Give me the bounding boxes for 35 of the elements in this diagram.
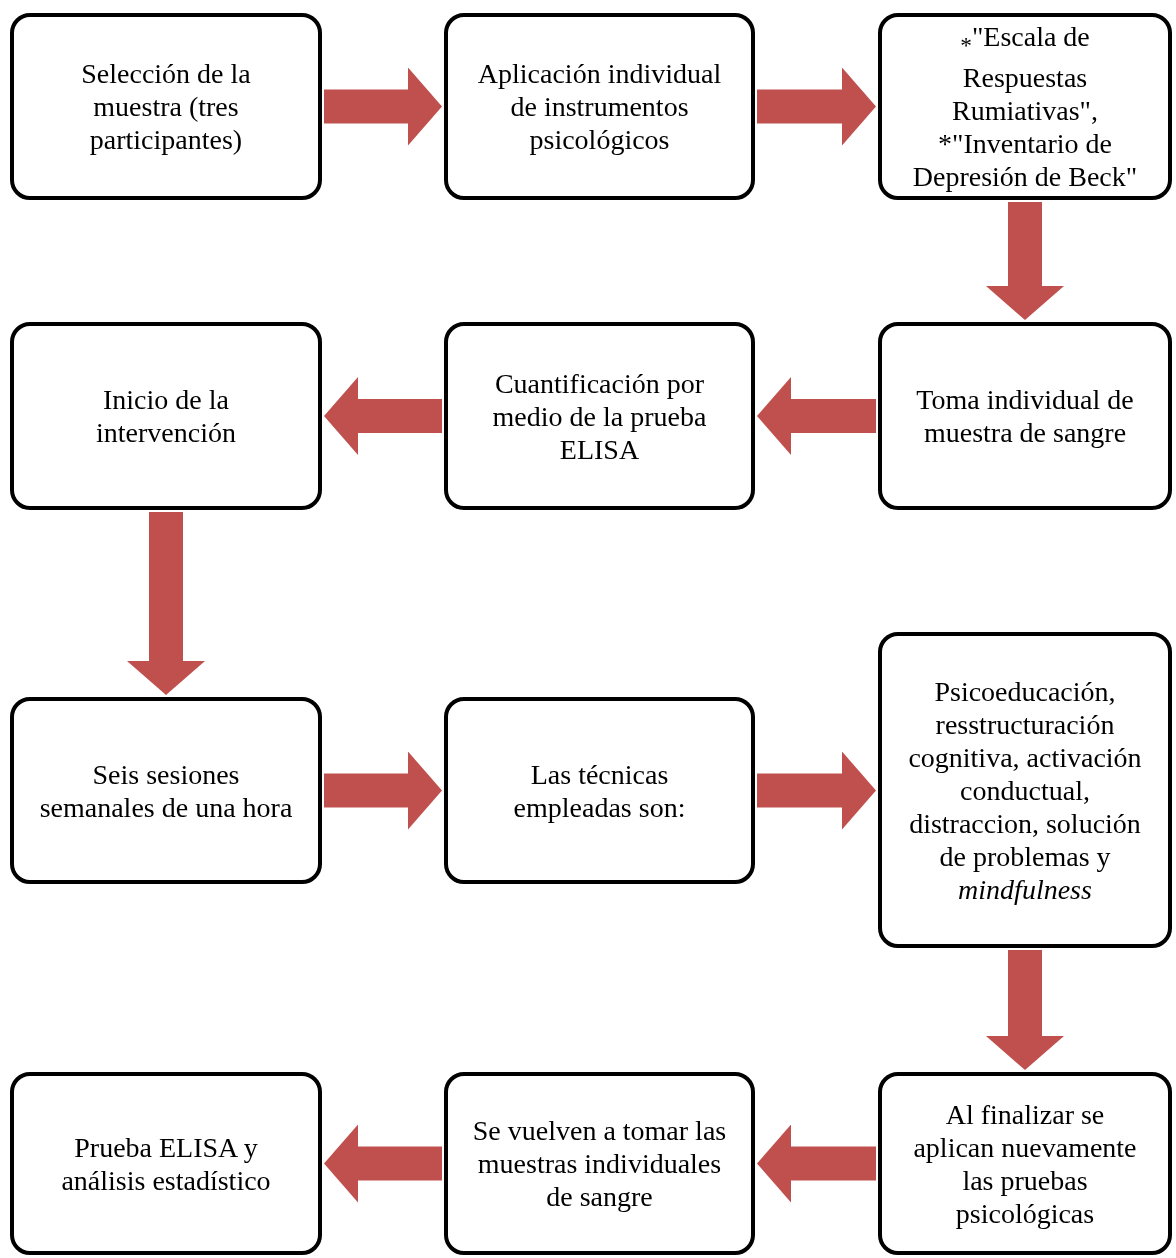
step-text: Seis sesiones semanales de una hora xyxy=(38,757,294,824)
step-text: $_{*}$"Escala de Respuestas Rumiativas", *"Inventario de Depresión de Beck" xyxy=(911,19,1139,194)
process-box xyxy=(10,322,322,510)
process-box xyxy=(878,1072,1172,1255)
process-box xyxy=(878,322,1172,510)
block-arrow xyxy=(986,950,1064,1070)
block-arrow xyxy=(127,512,205,695)
step-text: Toma individual de muestra de sangre xyxy=(915,383,1135,449)
process-box xyxy=(878,13,1172,200)
process-box xyxy=(10,1072,322,1255)
process-box xyxy=(444,13,755,200)
step-text: Prueba ELISA y análisis estadístico xyxy=(60,1130,272,1197)
process-box xyxy=(444,1072,755,1255)
step-text: Selección de la muestra (tres participantes) xyxy=(80,57,252,156)
process-box xyxy=(10,13,322,200)
process-box xyxy=(10,697,322,884)
block-arrow xyxy=(757,751,876,830)
process-box xyxy=(878,632,1172,948)
block-arrow xyxy=(757,377,876,455)
block-arrow xyxy=(324,751,442,830)
step-text: Al finalizar se aplican nuevamente las pruebas psicológicas xyxy=(912,1097,1138,1230)
step-text: Aplicación individual de instrumentos psicológicos xyxy=(476,57,723,156)
block-arrow xyxy=(986,202,1064,320)
step-text: Cuantificación por medio de la prueba ELISA xyxy=(491,366,708,466)
block-arrow xyxy=(757,1124,876,1203)
block-arrow xyxy=(324,67,442,146)
process-box xyxy=(444,322,755,510)
step-text: Las técnicas empleadas son: xyxy=(512,757,687,824)
block-arrow xyxy=(324,377,442,455)
step-text: Se vuelven a tomar las muestras individuales de sangre xyxy=(471,1114,728,1213)
step-text: Inicio de la intervención xyxy=(95,383,237,449)
block-arrow xyxy=(757,67,876,146)
process-box xyxy=(444,697,755,884)
block-arrow xyxy=(324,1124,442,1203)
step-text: Psicoeducación, resstructuración cognitiva, activación conductual, distraccion, solución de problemas y mindfulness xyxy=(907,674,1143,906)
